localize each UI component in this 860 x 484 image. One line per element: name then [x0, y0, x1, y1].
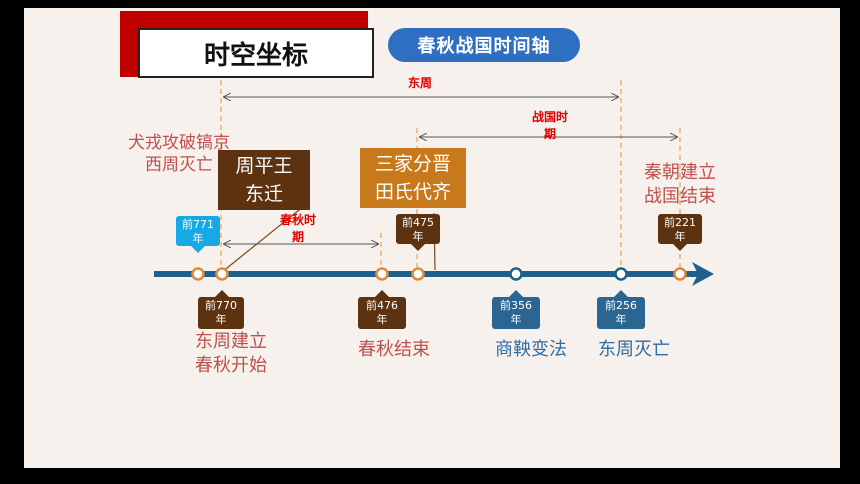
event-dongzhou-start: 东周建立 春秋开始 [195, 331, 267, 376]
node-771 [191, 267, 205, 281]
slide: 时空坐标 春秋战国时间轴 [24, 8, 840, 468]
date-tag-356: 前356 年 [492, 297, 540, 329]
span-label-chunqiu: 春秋时 期 [279, 213, 316, 244]
event-box-sanjia: 三家分晋 田氏代齐 [360, 148, 466, 208]
date-tag-771: 前771 年 [176, 216, 220, 246]
node-770 [215, 267, 229, 281]
date-tag-256: 前256 年 [597, 297, 645, 329]
tag-pointer-221 [673, 244, 687, 251]
date-tag-770: 前770 年 [198, 297, 244, 329]
date-tag-475: 前475 年 [396, 214, 440, 244]
node-256 [614, 267, 628, 281]
axis-arrowhead [692, 262, 714, 286]
date-tag-221: 前221 年 [658, 214, 702, 244]
event-shangyang: 商鞅变法 [495, 339, 567, 360]
span-label-zhanguo: 战国时 期 [531, 110, 568, 141]
node-475 [411, 267, 425, 281]
event-chunqiu-end: 春秋结束 [358, 339, 430, 360]
tag-pointer-256 [614, 290, 628, 297]
tag-pointer-476 [375, 290, 389, 297]
event-qin: 秦朝建立 战国结束 [644, 162, 716, 207]
date-tag-476: 前476 年 [358, 297, 406, 329]
span-label-dongzhou: 东周 [407, 76, 432, 90]
node-476 [375, 267, 389, 281]
pointer-pingwang [221, 205, 305, 273]
tag-pointer-771 [191, 246, 205, 253]
node-356 [509, 267, 523, 281]
tag-pointer-475 [411, 244, 425, 251]
tag-pointer-356 [509, 290, 523, 297]
event-dongzhou-end: 东周灭亡 [598, 339, 670, 360]
event-box-pingwang: 周平王 东迁 [218, 150, 310, 210]
timeline-subtitle: 春秋战国时间轴 [388, 28, 580, 62]
timeline-graphics [154, 80, 714, 297]
tag-pointer-770 [215, 290, 229, 297]
page-title: 时空坐标 [138, 28, 374, 78]
node-221 [673, 267, 687, 281]
event-quanrong: 犬戎攻破镐京 西周灭亡 [128, 133, 230, 175]
